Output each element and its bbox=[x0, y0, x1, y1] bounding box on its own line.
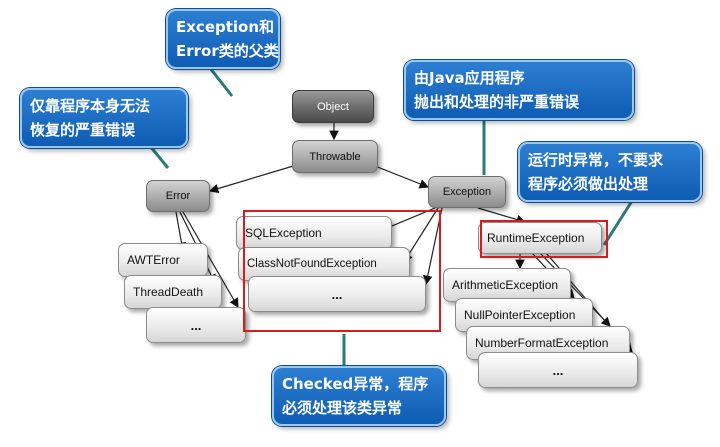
checked-more-node: ... bbox=[248, 276, 426, 312]
callout-exception-error-parent: Exception和 Error类的父类 bbox=[166, 9, 280, 69]
pointer-exception-error bbox=[208, 67, 234, 97]
exception-node: Exception bbox=[428, 176, 506, 208]
callout-line: 抛出和处理的非严重错误 bbox=[414, 93, 580, 111]
awterror-node: AWTError bbox=[118, 243, 208, 277]
runtime-more-node: ... bbox=[478, 352, 638, 388]
arithmetic-node: ArithmeticException bbox=[443, 268, 571, 302]
callout-checked: Checked异常，程序 必须处理该类异常 bbox=[272, 366, 446, 426]
callout-java-app: 由Java应用程序 抛出和处理的非严重错误 bbox=[404, 60, 634, 120]
throwable-node: Throwable bbox=[292, 140, 378, 173]
callout-line: Exception和 bbox=[176, 18, 275, 36]
callout-line: 仅靠程序本身无法 bbox=[30, 97, 151, 115]
callout-line: 由Java应用程序 bbox=[414, 69, 525, 87]
callout-line: Checked异常，程序 bbox=[282, 375, 429, 393]
arrow-throwable-error bbox=[208, 163, 301, 194]
runtime-exception-highlight bbox=[480, 220, 608, 258]
callout-runtime: 运行时异常，不要求 程序必须做出处理 bbox=[518, 142, 702, 202]
callout-line: Error类的父类 bbox=[176, 42, 279, 60]
callout-line: 运行时异常，不要求 bbox=[528, 151, 664, 169]
runtimeexception-node: RuntimeException bbox=[478, 222, 602, 254]
arrow-exception-runtime bbox=[477, 207, 527, 225]
callout-line: 必须处理该类异常 bbox=[282, 399, 403, 417]
callout-line: 恢复的严重错误 bbox=[30, 121, 136, 139]
arrow-throwable-exception bbox=[369, 163, 430, 189]
threaddeath-node: ThreadDeath bbox=[124, 275, 222, 309]
error-more-node: ... bbox=[146, 307, 246, 343]
error-node: Error bbox=[146, 180, 210, 212]
pointer-serious-error bbox=[148, 145, 170, 169]
object-node: Object bbox=[292, 90, 374, 123]
checked-exceptions-highlight bbox=[243, 210, 441, 332]
callout-line: 程序必须做出处理 bbox=[528, 175, 649, 193]
pointer-runtime bbox=[602, 200, 634, 246]
arrow-error-more bbox=[182, 211, 239, 309]
callout-serious-error: 仅靠程序本身无法 恢复的严重错误 bbox=[20, 88, 188, 148]
